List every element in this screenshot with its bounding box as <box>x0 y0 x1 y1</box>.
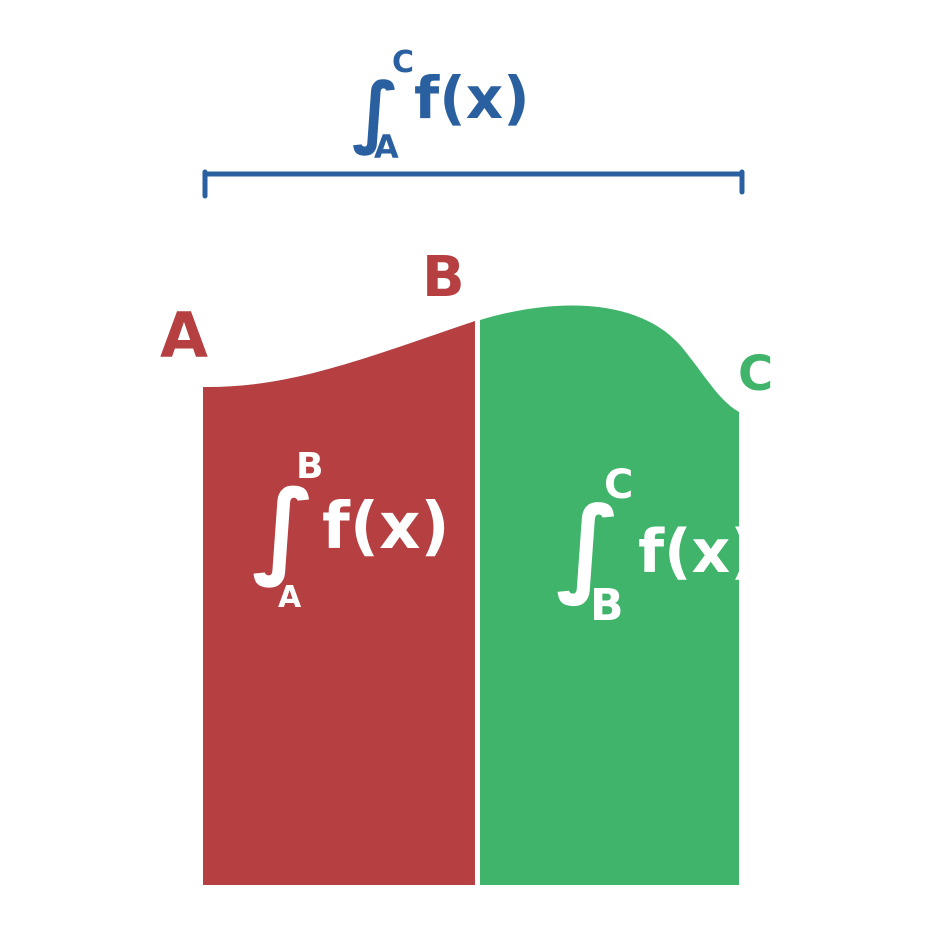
right-integrand: f(x) <box>638 517 758 587</box>
right-upper-limit: C <box>604 462 633 508</box>
top-span-bracket <box>202 169 745 199</box>
right-integral-label: ∫ C B f(x) <box>556 462 758 631</box>
point-label-b: B <box>422 245 465 310</box>
left-upper-limit: B <box>296 446 323 487</box>
region-a-to-b <box>203 321 475 885</box>
point-label-c: C <box>738 346 773 402</box>
top-integral-label: ∫ C A f(x) <box>352 45 530 166</box>
top-upper-limit: C <box>392 45 414 80</box>
top-integral-symbol: ∫ <box>352 67 400 157</box>
left-integral-label: ∫ B A f(x) <box>252 446 450 615</box>
top-lower-limit: A <box>374 128 399 166</box>
left-lower-limit: A <box>278 580 302 615</box>
point-label-a: A <box>160 299 208 372</box>
region-b-to-c <box>480 305 739 885</box>
left-integral-symbol: ∫ <box>252 467 315 589</box>
right-integral-symbol: ∫ <box>556 484 621 607</box>
top-integrand: f(x) <box>414 64 530 132</box>
right-lower-limit: B <box>590 580 624 631</box>
left-integrand: f(x) <box>322 490 450 564</box>
